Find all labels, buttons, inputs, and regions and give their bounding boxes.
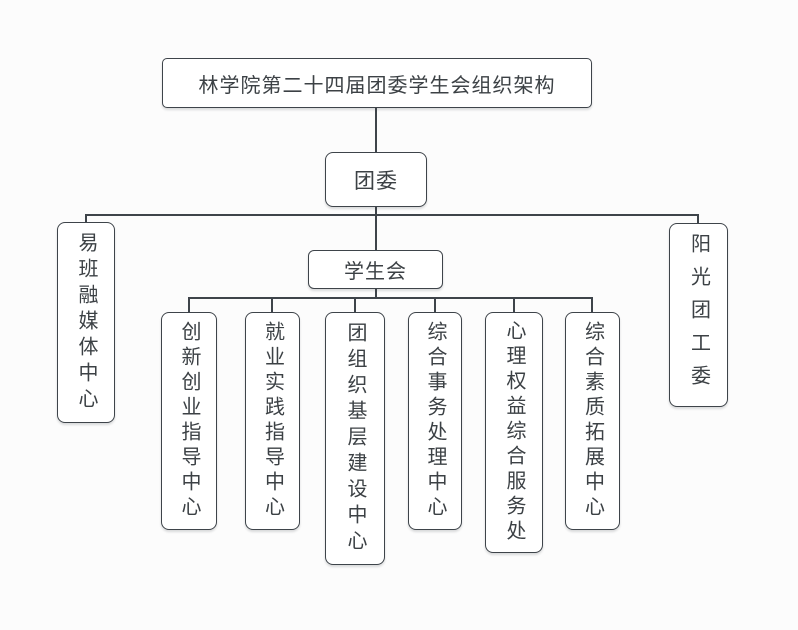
node-dept-employment-practice-center: 就业实践指导中心 xyxy=(245,312,300,530)
connector-level3-bus xyxy=(188,297,593,299)
connector-level2-bus xyxy=(85,214,699,216)
connector-drop-left-branch xyxy=(85,214,87,223)
connector-drop-dept-1 xyxy=(188,297,190,313)
connector-drop-right-branch xyxy=(697,214,699,224)
node-dept-innovation-entrepreneurship-center: 创新创业指导中心 xyxy=(161,312,217,530)
connector-drop-dept-5 xyxy=(513,297,515,313)
connector-union-to-bus xyxy=(375,288,377,299)
connector-drop-dept-6 xyxy=(591,297,593,313)
node-title: 林学院第二十四届团委学生会组织架构 xyxy=(162,58,592,108)
node-dept-league-grassroots-construction-center: 团组织基层建设中心 xyxy=(325,312,385,565)
connector-drop-dept-2 xyxy=(271,297,273,313)
node-dept-general-affairs-center: 综合事务处理中心 xyxy=(408,312,462,530)
node-yiban-media-center: 易班融媒体中心 xyxy=(57,222,115,423)
node-student-union: 学生会 xyxy=(308,250,443,289)
connector-drop-dept-3 xyxy=(354,297,356,313)
connector-title-to-committee xyxy=(375,108,377,152)
node-youth-league-committee: 团委 xyxy=(325,152,427,207)
node-dept-comprehensive-quality-development-center: 综合素质拓展中心 xyxy=(565,312,620,530)
connector-drop-dept-4 xyxy=(434,297,436,313)
connector-committee-to-union xyxy=(375,207,377,251)
node-sunshine-league-work-committee: 阳光团工委 xyxy=(669,223,728,407)
node-dept-psychological-rights-service-office: 心理权益综合服务处 xyxy=(485,312,543,553)
